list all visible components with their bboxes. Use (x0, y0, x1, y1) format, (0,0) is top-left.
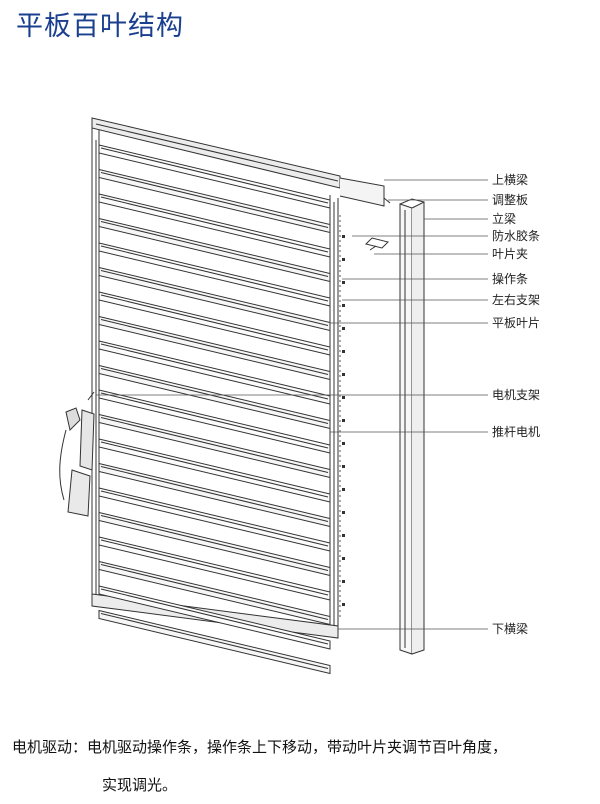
slat-edge (100, 172, 329, 228)
slat (98, 168, 331, 234)
bracket-dot (342, 511, 345, 514)
slat-edge (100, 441, 329, 498)
slat-edge (100, 417, 329, 473)
slat-edge (100, 196, 329, 253)
slat (98, 315, 331, 381)
description-line-1: 电机驱动：电机驱动操作条，操作条上下移动，带动叶片夹调节百叶角度， (12, 738, 508, 756)
slat (98, 511, 331, 577)
bracket-dot (342, 442, 345, 445)
slat-edge (100, 564, 329, 620)
slat (98, 536, 331, 601)
callout-label: 下横梁 (492, 621, 528, 636)
bracket-dot (342, 281, 345, 284)
left-frame (91, 126, 100, 600)
slat-edge (100, 392, 329, 449)
slat-edge (100, 368, 329, 424)
bracket-dot (342, 396, 345, 399)
side-brackets (342, 235, 345, 606)
slat-edge (100, 319, 329, 375)
callout-label: 推杆电机 (492, 425, 540, 439)
slat-edge (100, 613, 329, 669)
blade-clip-part (365, 237, 389, 249)
callout-label: 叶片夹 (492, 247, 528, 261)
slat (98, 487, 331, 552)
slat (98, 144, 331, 209)
slat-edge (100, 490, 329, 547)
callout-label: 电机支架 (492, 388, 540, 402)
callout-label: 操作条 (492, 271, 528, 286)
callout-label: 防水胶条 (492, 228, 540, 243)
slat (98, 438, 331, 503)
slat (98, 291, 331, 356)
slat-edge (100, 539, 329, 596)
callout-label: 平板叶片 (492, 316, 540, 330)
slat (98, 609, 331, 675)
bracket-dot (342, 603, 345, 606)
slat-edge (100, 245, 329, 302)
louver-assembly (59, 117, 425, 675)
blade-clip-tab (369, 245, 377, 251)
callout-label: 调整板 (492, 192, 528, 207)
bracket-dot (342, 304, 345, 307)
bracket-dot (342, 580, 345, 583)
slat (98, 364, 331, 430)
push-rod-motor (59, 391, 95, 517)
slat-edge (100, 294, 329, 351)
page-title: 平板百叶结构 (16, 11, 184, 42)
bracket-dot (342, 534, 345, 537)
flat-slats (98, 144, 331, 675)
bracket-dot (342, 258, 345, 261)
slat (98, 413, 331, 479)
mullion (399, 198, 425, 655)
slat (98, 242, 331, 307)
bracket-dot (342, 235, 345, 238)
callout-label: 左右支架 (492, 292, 540, 307)
slat (98, 266, 331, 332)
slat (98, 560, 331, 626)
bracket-dot (342, 465, 345, 468)
slat (98, 585, 331, 650)
bracket-dot (342, 488, 345, 491)
description-line-2: 实现调光。 (102, 776, 178, 794)
top-crossbeam (91, 117, 391, 207)
slat (98, 340, 331, 405)
callout-label: 立梁 (492, 211, 516, 226)
slat-edge (100, 515, 329, 571)
bracket-dot (342, 557, 345, 560)
slat (98, 193, 331, 258)
description: 电机驱动：电机驱动操作条，操作条上下移动，带动叶片夹调节百叶角度， 实现调光。 (12, 728, 596, 804)
slat-edge (100, 343, 329, 400)
slat-edge (100, 147, 329, 204)
bracket-dot (342, 350, 345, 353)
slat-edge (100, 466, 329, 522)
bracket-dot (342, 327, 345, 330)
slat-edge (100, 588, 329, 645)
bracket-dot (342, 419, 345, 422)
bracket-dot (342, 373, 345, 376)
slat (98, 217, 331, 283)
right-frame (329, 195, 339, 638)
callout-label: 上横梁 (492, 172, 528, 187)
slat-edge (100, 221, 329, 277)
slat (98, 462, 331, 528)
slat-edge (100, 270, 329, 326)
